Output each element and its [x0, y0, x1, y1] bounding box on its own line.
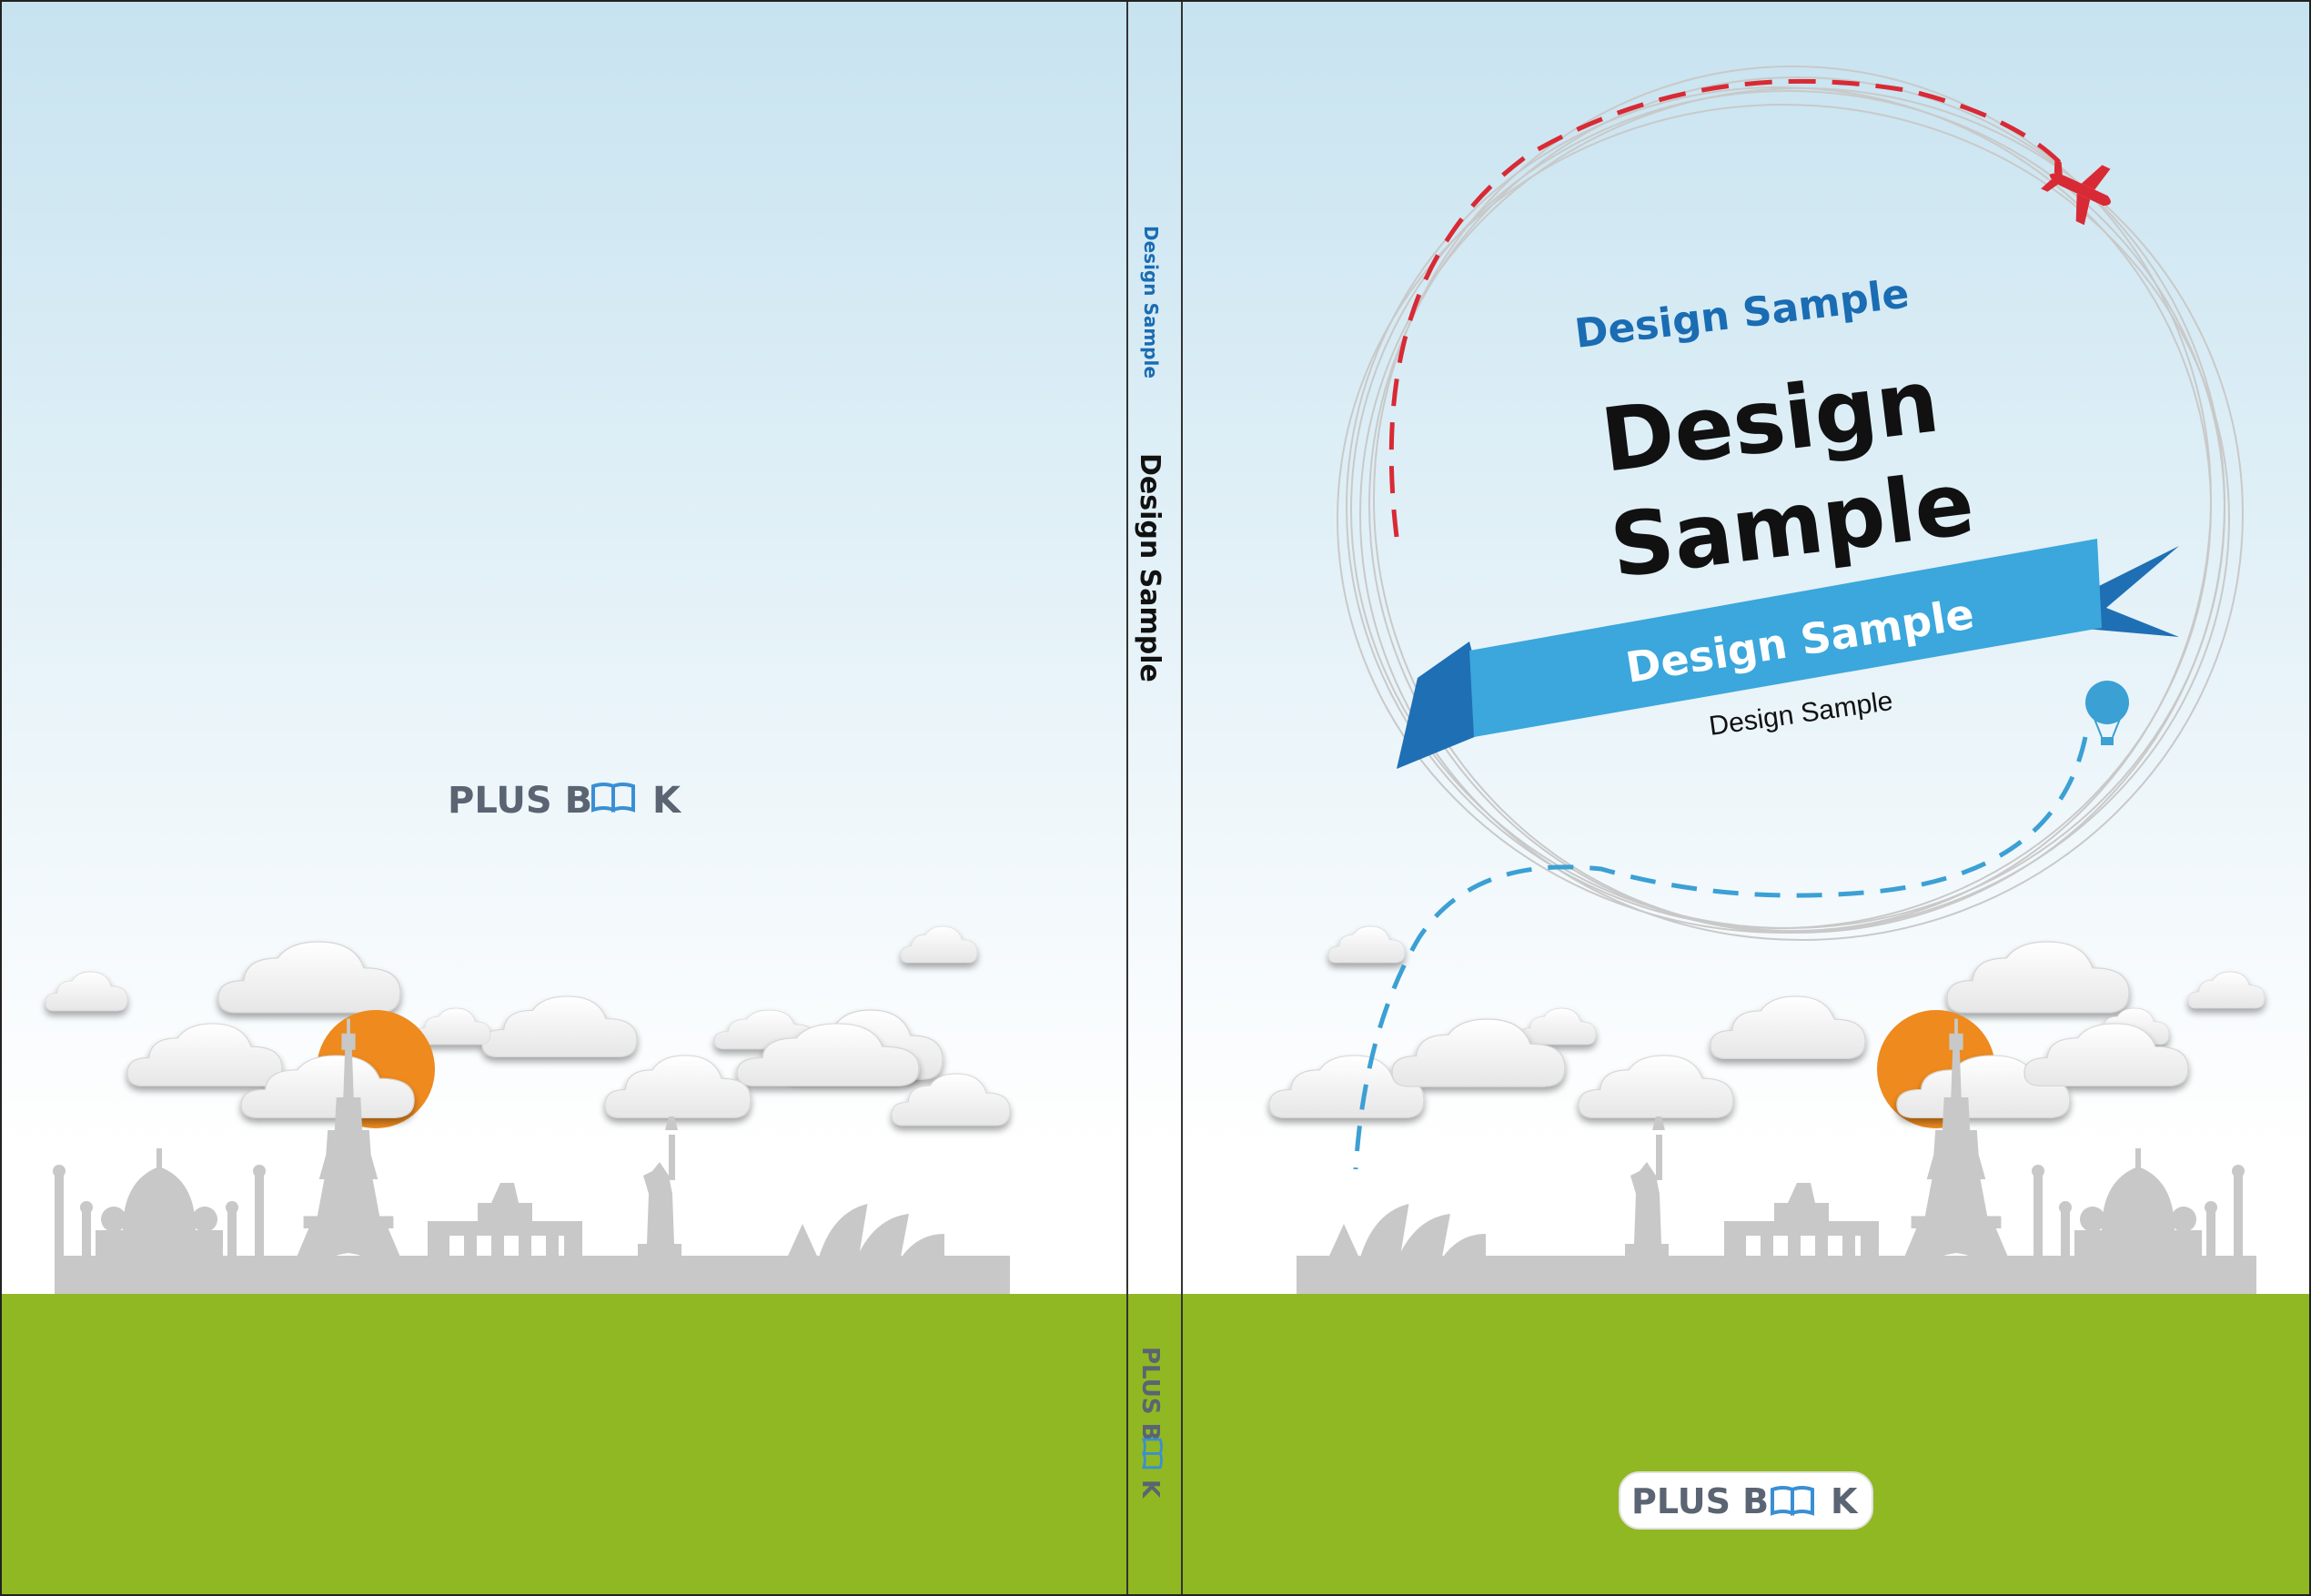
- logo-suffix: K: [652, 780, 682, 822]
- spine-logo: PLUS B K: [1136, 1347, 1164, 1499]
- logo-suffix: K: [1136, 1480, 1164, 1499]
- logo-prefix: PLUS B: [448, 780, 592, 822]
- front-cover: Design Sample Design Sample Design Sampl…: [1183, 0, 2311, 1596]
- airplane-icon: [2041, 158, 2111, 226]
- front-logo: PLUS B K: [1619, 1471, 1873, 1530]
- back-logo: PLUS B K: [448, 780, 682, 822]
- spine-top-label: Design Sample: [1140, 226, 1162, 379]
- spine-title: Design Sample: [1134, 453, 1166, 682]
- logo-prefix: PLUS B: [1136, 1347, 1164, 1440]
- landmark-skyline-back: [53, 1018, 1010, 1294]
- landmark-skyline-front: [1297, 1018, 2256, 1294]
- grass-band: [0, 1294, 1126, 1596]
- grass-band: [1183, 1294, 2311, 1596]
- scribble-circle: [1337, 66, 2244, 941]
- back-cover: PLUS B K: [0, 0, 1126, 1596]
- logo-prefix: PLUS B: [1631, 1481, 1769, 1521]
- logo-suffix: K: [1831, 1481, 1859, 1521]
- spine: Design Sample Design Sample PLUS B K: [1126, 0, 1183, 1596]
- hot-air-balloon-icon: [2085, 681, 2129, 745]
- flight-path: [1388, 78, 2067, 538]
